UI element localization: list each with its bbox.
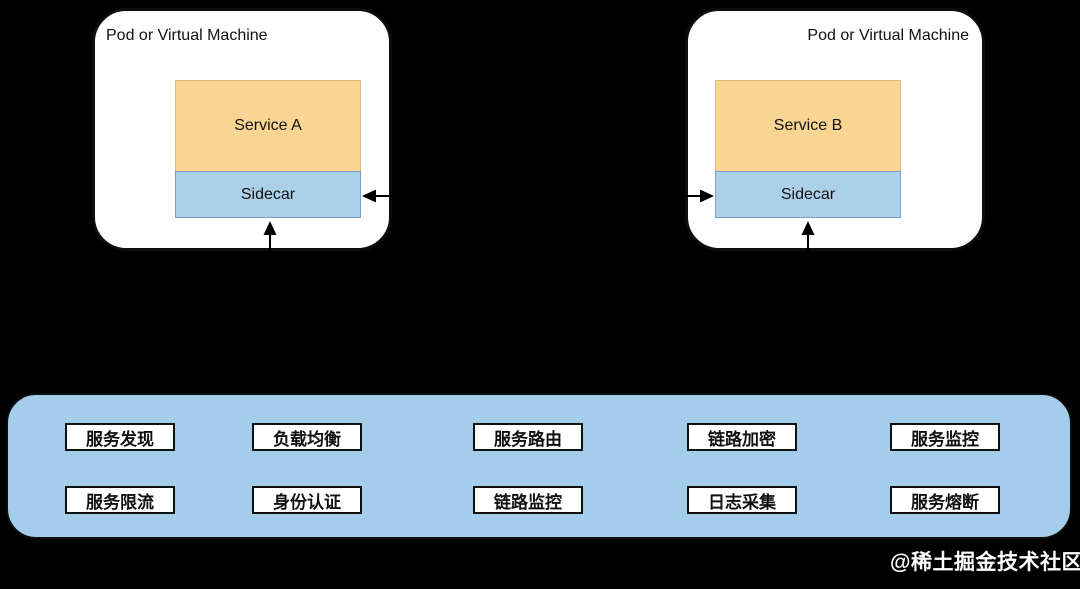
capability-chip-log-collection: 日志采集 (687, 486, 797, 514)
capability-chip-label: 服务监控 (911, 429, 979, 449)
capability-chip-link-monitoring: 链路监控 (473, 486, 583, 514)
pod-title: Pod or Virtual Machine (106, 27, 268, 44)
capability-chip-link-encryption: 链路加密 (687, 423, 797, 451)
service-a-box: Service A (175, 80, 361, 172)
pod-box-left: Pod or Virtual Machine Service A Sidecar (92, 8, 392, 251)
service-stack: Service B Sidecar (715, 80, 901, 218)
capability-chip-label: 链路加密 (708, 429, 776, 449)
sidecar-label: Sidecar (780, 185, 836, 203)
capabilities-panel: 服务发现 负载均衡 服务路由 链路加密 服务监控 服务限流 身份认证 链路监控 … (6, 393, 1072, 539)
capability-chip-label: 服务发现 (86, 429, 154, 449)
capability-chip-label: 链路监控 (494, 492, 562, 512)
capability-chip-label: 服务路由 (494, 429, 562, 449)
capability-chip-label: 服务熔断 (911, 492, 979, 512)
capability-chip-label: 日志采集 (708, 492, 776, 512)
sidecar-box-right: Sidecar (715, 171, 901, 218)
watermark: @稀土掘金技术社区 (890, 551, 1080, 574)
service-a-label: Service A (234, 117, 302, 134)
capability-chip-circuit-breaking: 服务熔断 (890, 486, 1000, 514)
pod-box-right: Pod or Virtual Machine Service B Sidecar (685, 8, 985, 251)
capability-chip-service-discovery: 服务发现 (65, 423, 175, 451)
service-stack: Service A Sidecar (175, 80, 361, 218)
pod-title: Pod or Virtual Machine (807, 27, 969, 44)
capability-chip-identity-auth: 身份认证 (252, 486, 362, 514)
sidecar-box-left: Sidecar (175, 171, 361, 218)
service-b-box: Service B (715, 80, 901, 172)
capability-chip-load-balancing: 负载均衡 (252, 423, 362, 451)
capability-chip-service-monitoring: 服务监控 (890, 423, 1000, 451)
capability-chip-rate-limiting: 服务限流 (65, 486, 175, 514)
capability-chip-label: 身份认证 (273, 492, 341, 512)
capability-chip-label: 负载均衡 (273, 429, 341, 449)
capability-chip-label: 服务限流 (86, 492, 154, 512)
sidecar-label: Sidecar (240, 185, 296, 203)
capability-chip-service-routing: 服务路由 (473, 423, 583, 451)
service-b-label: Service B (773, 117, 843, 134)
